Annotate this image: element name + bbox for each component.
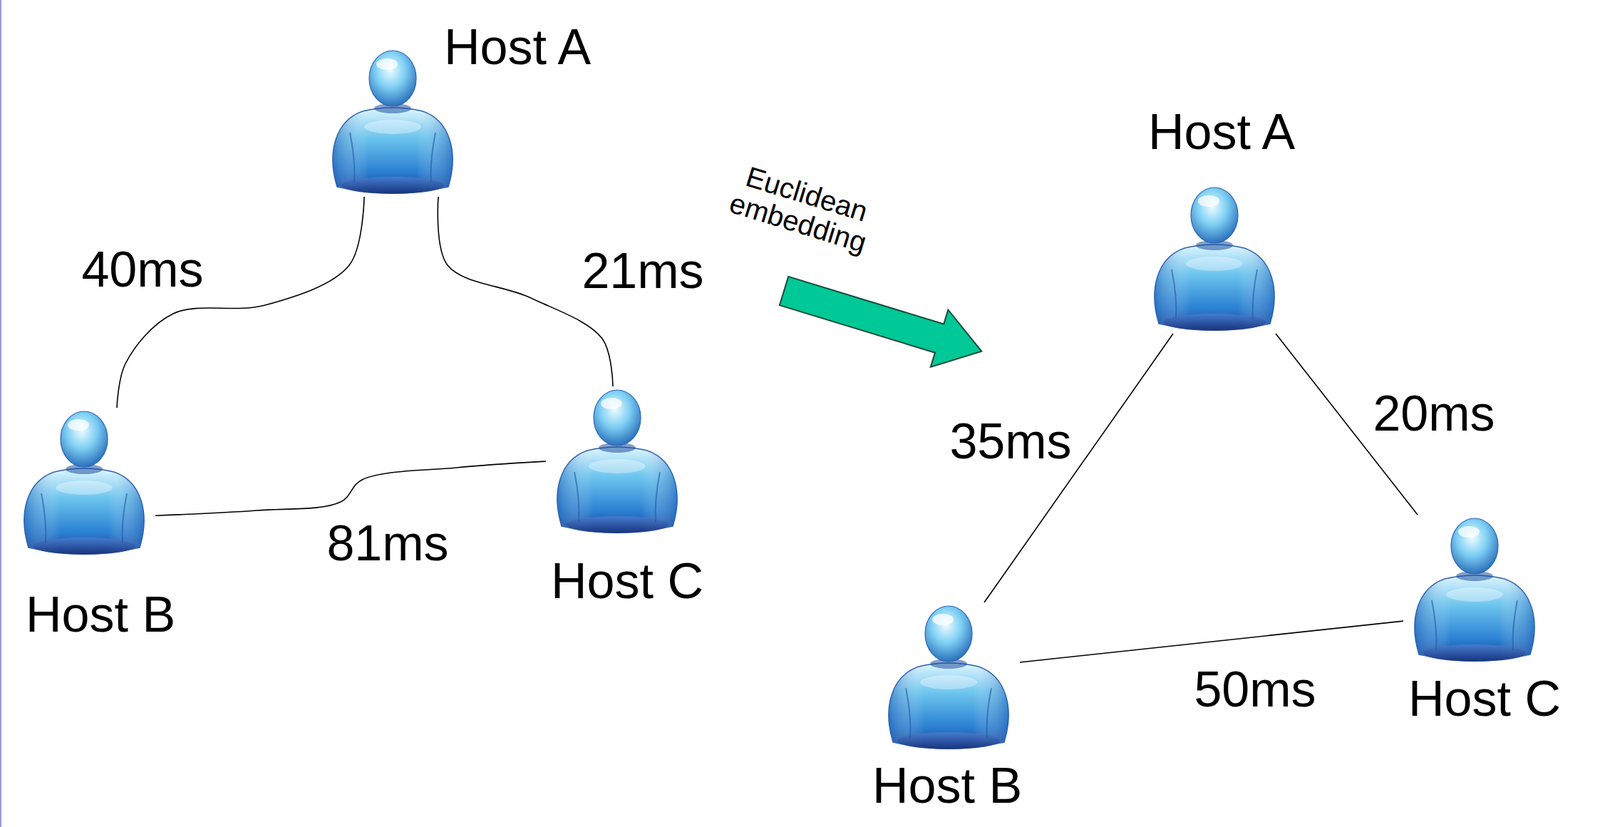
arrow-caption: Euclidean embedding (711, 154, 894, 262)
host-body-shade (888, 662, 1009, 749)
host-highlight (376, 58, 398, 70)
host-arm-line (574, 471, 579, 522)
host-highlight (67, 419, 90, 431)
host-head (1190, 187, 1238, 244)
host-arm-line (41, 493, 46, 544)
host-body-shade (1414, 575, 1535, 661)
host-arm-line (1252, 269, 1258, 320)
host-base (32, 537, 136, 555)
latency-link (1019, 620, 1404, 663)
host-icon (877, 602, 1020, 752)
host-arm-line (431, 132, 436, 183)
host-arm-line (987, 687, 992, 738)
host-arm-line (122, 493, 127, 544)
host-node: Host A (1143, 183, 1286, 334)
latency-label: 81ms (322, 514, 453, 573)
host-body-shade (332, 107, 453, 194)
latency-label: 20ms (1368, 384, 1499, 443)
host-base (1163, 313, 1266, 331)
host-highlight (1446, 587, 1504, 602)
host-highlight (932, 613, 954, 626)
host-body (332, 107, 453, 194)
host-head (369, 50, 417, 107)
latency-label: 21ms (577, 242, 708, 301)
page-border (0, 0, 2, 827)
host-arm-line (1171, 269, 1176, 320)
host-head (1451, 518, 1499, 574)
host-label: Host A (444, 18, 591, 77)
host-highlight (920, 674, 978, 690)
host-icon (12, 407, 156, 558)
host-highlight (1185, 256, 1243, 271)
host-body (888, 662, 1009, 749)
host-base (341, 176, 445, 194)
latency-label: 50ms (1189, 660, 1320, 719)
host-arm-line (655, 471, 660, 522)
host-node: Host B (877, 602, 1020, 752)
host-body (24, 468, 144, 554)
host-body-shade (1154, 244, 1275, 330)
host-icon (1403, 514, 1546, 665)
host-head (60, 411, 108, 467)
latency-label: 40ms (76, 240, 208, 299)
host-label: Host B (872, 756, 1023, 815)
host-node: Host C (545, 386, 689, 536)
latency-link (155, 461, 546, 516)
host-node: Host C (1403, 514, 1546, 665)
host-label: Host A (1148, 103, 1295, 162)
host-icon (1143, 183, 1286, 334)
embedding-arrow (775, 262, 991, 380)
host-highlight (1458, 525, 1480, 538)
latency-link (116, 196, 365, 408)
host-highlight (55, 480, 113, 495)
host-label: Host B (25, 585, 176, 644)
host-highlight (600, 397, 623, 410)
host-head (925, 605, 973, 662)
host-body (1154, 244, 1275, 330)
host-body-shade (24, 468, 144, 554)
host-label: Host C (550, 552, 704, 611)
host-highlight (588, 458, 646, 474)
host-body-shade (557, 446, 678, 533)
host-node: Host B (12, 407, 156, 558)
host-arm-line (349, 132, 355, 183)
host-arm-line (1513, 600, 1518, 650)
host-base (1423, 644, 1526, 662)
latency-label: 35ms (945, 412, 1076, 471)
host-highlight (364, 119, 422, 134)
host-highlight (1198, 195, 1220, 207)
host-head (593, 389, 641, 446)
host-icon (545, 386, 689, 536)
host-base (565, 515, 669, 534)
host-arm-line (1431, 600, 1437, 650)
host-body (1414, 575, 1535, 661)
host-body (557, 446, 678, 533)
host-icon (321, 47, 464, 197)
host-arm-line (905, 687, 911, 738)
host-node: Host A (321, 47, 464, 197)
host-base (897, 731, 1000, 750)
host-label: Host C (1408, 669, 1561, 728)
